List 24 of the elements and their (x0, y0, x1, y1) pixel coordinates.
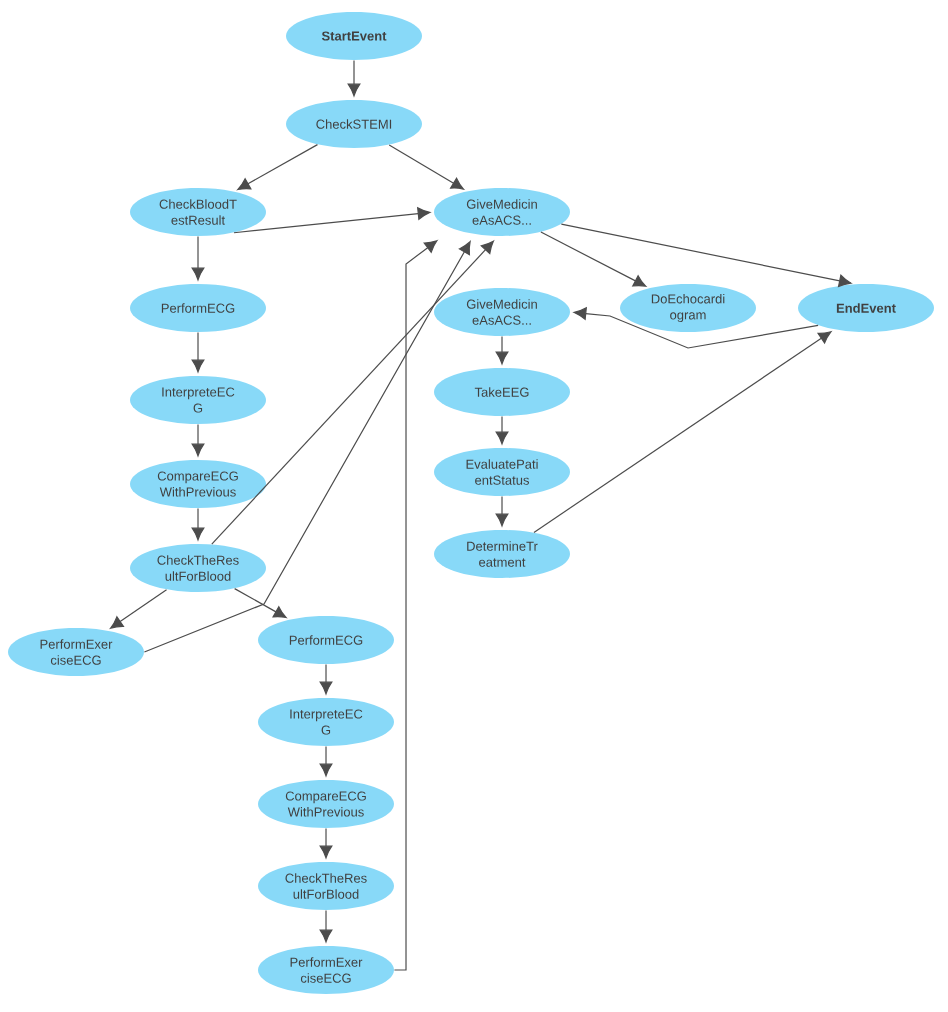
arrow (495, 495, 509, 527)
arrow (573, 307, 819, 349)
arrow (393, 240, 438, 971)
arrow (211, 240, 494, 545)
arrow (319, 827, 333, 859)
arrow (191, 331, 205, 373)
arrow (495, 415, 509, 445)
arrow (191, 235, 205, 281)
arrow (110, 589, 168, 629)
arrow (495, 335, 509, 365)
arrow (533, 331, 832, 534)
arrow (191, 507, 205, 541)
arrow (347, 59, 361, 97)
arrow (319, 745, 333, 777)
arrow (143, 241, 471, 653)
arrow (237, 144, 319, 191)
arrow (191, 423, 205, 457)
arrow (319, 663, 333, 695)
arrow (540, 231, 647, 287)
arrow (319, 909, 333, 943)
arrow (233, 207, 431, 234)
arrow (388, 144, 465, 190)
arrow (234, 588, 287, 619)
arrow (560, 223, 852, 288)
